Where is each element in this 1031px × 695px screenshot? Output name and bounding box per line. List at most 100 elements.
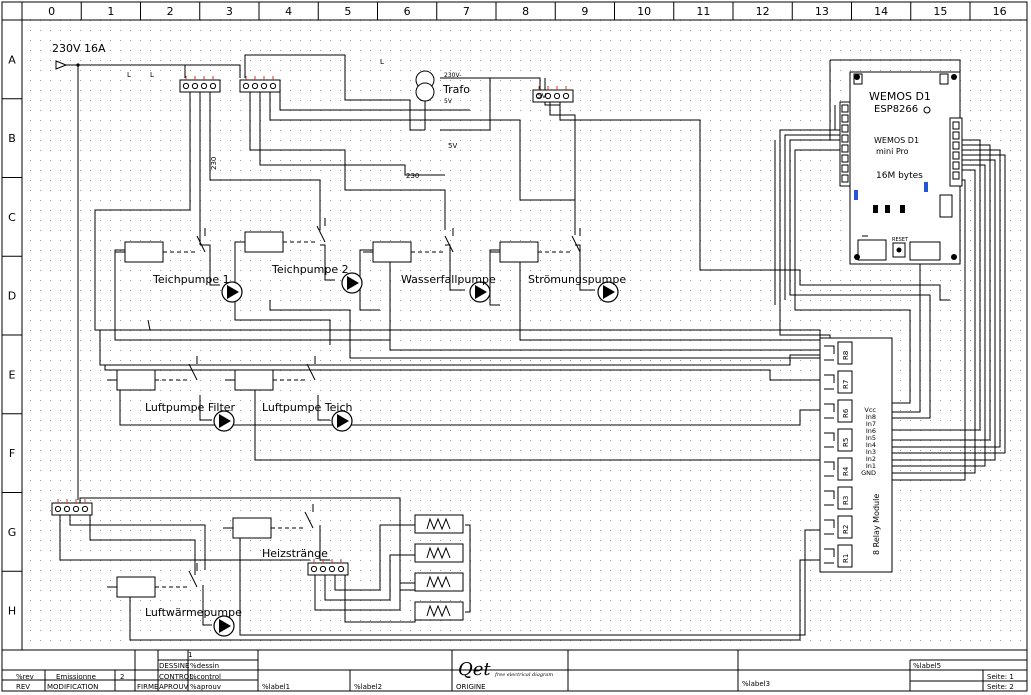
transformer-primary: 230V- — [444, 72, 461, 79]
supply-label: 230V 16A — [52, 42, 106, 55]
column-header-9: 9 — [581, 5, 588, 18]
tb-modification: MODIFICATION — [47, 683, 98, 691]
row-header-B: B — [8, 132, 16, 145]
wemos-title: WEMOS D1 — [869, 90, 931, 103]
tb-dessine: DESSINE — [159, 662, 189, 670]
relay-r4: R4 — [824, 457, 853, 481]
tb-label1: %label1 — [262, 683, 290, 691]
pump-icon-luftwaerme — [213, 615, 235, 637]
load-labels: Teichpumpe 1 Teichpumpe 2 Wasserfallpump… — [145, 263, 626, 619]
relay-pin-in8: In8 — [866, 413, 876, 421]
tb-origine: ORIGINE — [456, 683, 486, 691]
wire-label-230a: 230 — [210, 157, 218, 170]
label-teichpumpe2: Teichpumpe 2 — [271, 263, 349, 276]
column-header-4: 4 — [285, 5, 292, 18]
column-header-15: 15 — [933, 5, 947, 18]
column-header-14: 14 — [874, 5, 888, 18]
wemos-d1-board: WEMOS D1 ESP8266 WEMOS D1 mini Pro 16M b… — [839, 71, 963, 265]
heater-4 — [414, 601, 464, 621]
relay-pin-in5: In5 — [866, 434, 876, 442]
relay-pin-in3: In3 — [866, 448, 876, 456]
column-header-10: 10 — [637, 5, 651, 18]
tb-sheet-one: 1 — [188, 651, 192, 659]
tb-emission: Emissionne — [56, 673, 96, 681]
row-header-D: D — [8, 290, 16, 303]
svg-text:Qet: Qet — [458, 659, 491, 680]
tb-rev-header: REV — [16, 683, 30, 691]
wemos-memory: 16M bytes — [876, 171, 923, 181]
supply-input: 230V 16A — [52, 42, 106, 70]
row-header-G: G — [8, 526, 17, 539]
tb-aprouv-val: %aprouv — [190, 683, 221, 691]
wemos-chip: ESP8266 — [874, 104, 918, 115]
wire-label-230b: 230 — [406, 172, 419, 180]
svg-text:R5: R5 — [842, 438, 850, 447]
label-luft-teich: Luftpumpe Teich — [262, 401, 353, 414]
svg-text:R4: R4 — [842, 466, 850, 476]
relay-r2: R2 — [824, 515, 853, 539]
wire-annotations: L L L 230 230 5V — [127, 58, 457, 180]
column-header-3: 3 — [226, 5, 233, 18]
row-header-F: F — [9, 447, 15, 460]
wire-label-l3: L — [380, 58, 384, 66]
relay-r8: R8 — [824, 341, 853, 365]
tb-label5: %label5 — [913, 662, 941, 670]
label-wasserfall: Wasserfallpumpe — [401, 273, 496, 286]
svg-text:R3: R3 — [842, 496, 850, 505]
relay-pin-in4: In4 — [866, 441, 876, 449]
column-header-16: 16 — [993, 5, 1007, 18]
title-block-text: %rev REV Emissionne 2 MODIFICATION FIRME… — [16, 651, 1014, 691]
relay-pin-vcc: Vcc — [864, 406, 876, 414]
relay-pin-in1: In1 — [866, 462, 876, 470]
row-header-A: A — [8, 53, 16, 66]
tb-firme: FIRME — [137, 683, 158, 691]
transformer-label: Trafo — [442, 83, 470, 96]
tb-control-val: %control — [190, 673, 221, 681]
svg-text:R2: R2 — [842, 525, 850, 534]
relay-r1: R1 — [824, 544, 853, 568]
relay-pin-in7: In7 — [866, 420, 876, 428]
relay-r5: R5 — [824, 428, 853, 452]
relay-module-title: 8 Relay Module — [872, 494, 881, 555]
label-teichpumpe1: Teichpumpe 1 — [152, 273, 230, 286]
wemos-variant: mini Pro — [876, 147, 909, 156]
tb-page-1: Seite: 1 — [987, 673, 1014, 681]
heater-2 — [414, 543, 464, 563]
pump-icon-teichpumpe2 — [341, 272, 363, 294]
wire-label-l1: L — [127, 71, 131, 79]
label-luft-filter: Luftpumpe Filter — [145, 401, 236, 414]
terminal-5v-label: 5V — [537, 92, 546, 100]
label-luftwaerme: Luftwärmepumpe — [145, 606, 242, 619]
tb-page-2: Seite: 2 — [987, 683, 1014, 691]
row-header-C: C — [8, 211, 16, 224]
tb-rev-col: %rev — [16, 673, 34, 681]
qet-logo: Qet free electrical diagram — [458, 659, 553, 680]
wemos-reset-label: RESET — [892, 237, 909, 243]
column-header-5: 5 — [344, 5, 351, 18]
label-stroemung: Strömungspumpe — [528, 273, 626, 286]
column-header-7: 7 — [463, 5, 470, 18]
tb-control: CONTROL — [159, 673, 193, 681]
svg-text:R7: R7 — [842, 380, 850, 389]
column-header-6: 6 — [404, 5, 411, 18]
relay-pin-in6: In6 — [866, 427, 876, 435]
title-block — [1, 649, 1028, 692]
tb-label2: %label2 — [354, 683, 382, 691]
row-header-H: H — [8, 605, 16, 618]
column-header-0: 0 — [48, 5, 55, 18]
relay-r7: R7 — [824, 370, 853, 394]
relay-r6: R6 — [824, 399, 853, 423]
column-header-13: 13 — [815, 5, 829, 18]
wemos-model: WEMOS D1 — [874, 136, 919, 145]
svg-text:R1: R1 — [842, 554, 850, 563]
tb-label3: %label3 — [742, 680, 770, 688]
wiring — [59, 54, 1006, 641]
pump-icon-luft-teich — [331, 410, 353, 432]
tb-aprouv: APROUV — [159, 683, 189, 691]
